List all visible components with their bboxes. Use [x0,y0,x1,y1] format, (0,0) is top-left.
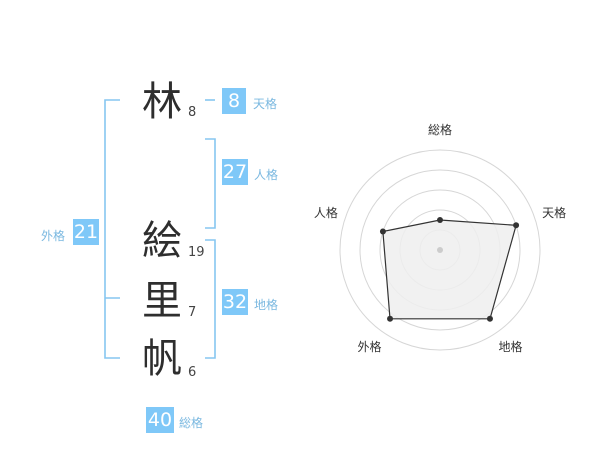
tenkaku-label: 天格 [253,97,278,111]
chikaku-value: 32 [222,289,248,315]
radar-point-3 [387,315,394,322]
radar-axis-label-2: 地格 [498,339,522,354]
jinkaku-bracket [205,138,216,229]
radar-axis-label-3: 外格 [357,339,381,354]
radar-center-dot [437,247,443,253]
radar-axis-label-4: 人格 [314,205,338,220]
bracket-lines [104,99,216,359]
name-char-3-strokes: 7 [188,305,197,320]
jinkaku-value: 27 [222,159,248,185]
name-char-2: 絵 [142,218,182,264]
name-char-3: 里 [142,278,182,324]
soukaku-label: 総格 [179,416,204,430]
jinkaku-label: 人格 [254,168,279,182]
radar-axis-label-0: 総格 [428,122,452,137]
radar-point-2 [486,315,493,322]
name-char-4-strokes: 6 [188,365,197,380]
gaikaku-value: 21 [73,219,99,245]
radar-area [382,219,517,320]
radar-point-4 [379,228,386,235]
radar-grid-ring [339,149,541,351]
name-char-4: 帆 [142,336,182,382]
gaikaku-label: 外格 [41,229,66,243]
name-char-2-strokes: 19 [188,245,205,260]
radar-grid-ring [359,169,521,331]
radar-axis-label-1: 天格 [542,205,566,220]
radar-point-1 [513,222,520,229]
gaikaku-bracket [104,99,120,359]
name-char-1-strokes: 8 [188,105,197,120]
name-char-1: 林 [142,79,182,125]
soukaku-value: 40 [146,407,174,433]
chikaku-bracket [205,239,216,359]
radar-point-0 [437,217,443,223]
tenkaku-value: 8 [222,88,246,114]
chikaku-label: 地格 [254,298,279,312]
